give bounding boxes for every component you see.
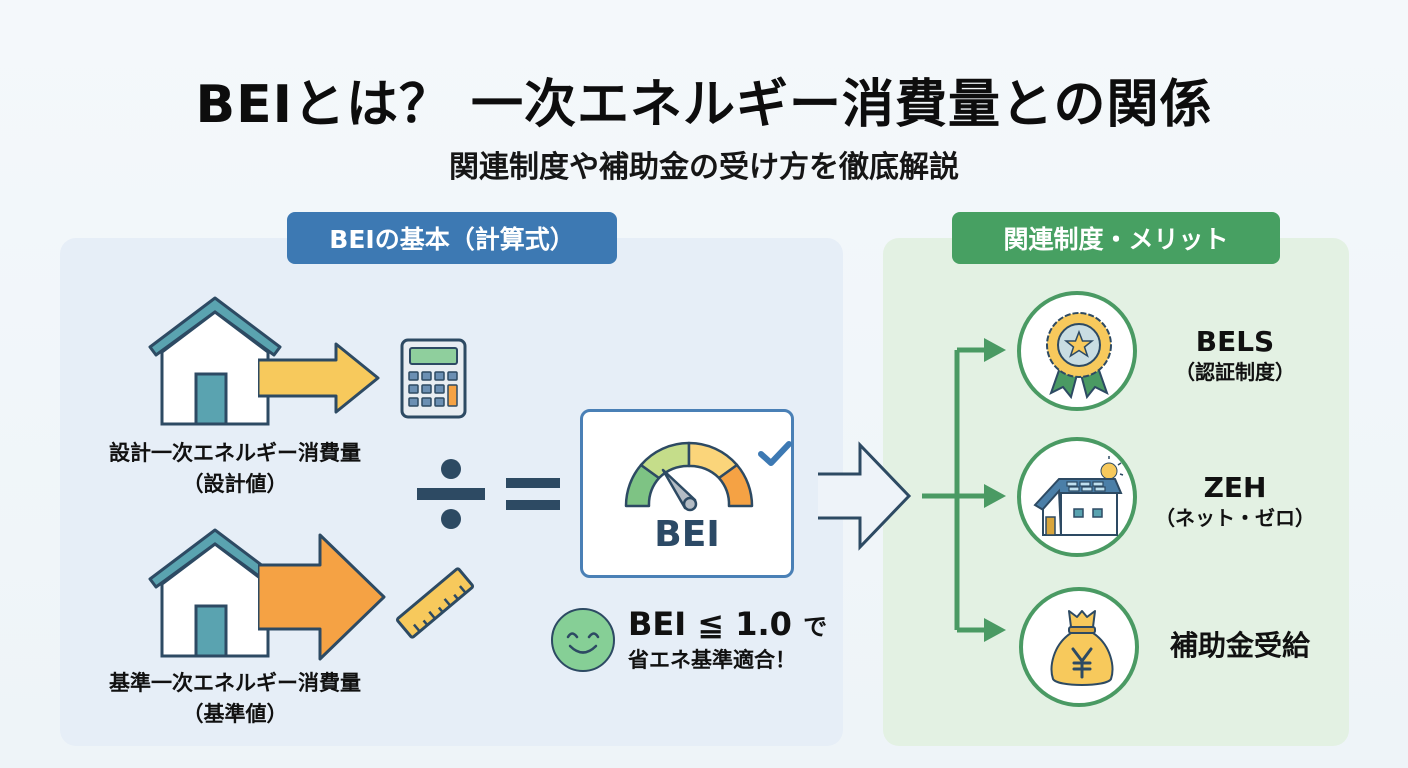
standard-value-sublabel: （基準値） <box>182 702 288 726</box>
award-medal-icon <box>1046 312 1112 399</box>
bels-subtitle: （認証制度） <box>1175 360 1295 384</box>
bels-icon-circle <box>1017 291 1137 411</box>
arrow-orange <box>258 533 386 661</box>
related-systems-badge: 関連制度・メリット <box>952 212 1280 264</box>
subsidy-icon-circle <box>1019 587 1139 707</box>
bei-basics-badge: BEIの基本（計算式） <box>287 212 617 264</box>
equals-icon <box>506 478 560 510</box>
house-icon-standard <box>148 528 282 658</box>
bei-result-label: BEI <box>654 514 720 555</box>
money-bag-yen-icon <box>1050 610 1114 686</box>
standard-value-label: 基準一次エネルギー消費量 <box>109 671 361 695</box>
page-title: BEIとは？ 一次エネルギー消費量との関係 <box>195 75 1213 135</box>
checkmark-icon <box>758 441 792 466</box>
zeh-title: ZEH <box>1203 471 1267 504</box>
bels-title: BELS <box>1195 325 1275 358</box>
bei-result-card: BEI <box>580 409 794 578</box>
smiley-icon <box>551 608 615 672</box>
design-value-label: 設計一次エネルギー消費量 <box>109 441 361 465</box>
condition-result: 省エネ基準適合！ <box>628 648 796 672</box>
outline-arrow-icon <box>818 441 912 551</box>
page-subtitle: 関連制度や補助金の受け方を徹底解説 <box>449 150 959 185</box>
condition-formula: BEI ≦ 1.0 <box>628 605 792 643</box>
zeh-icon-circle <box>1017 437 1137 557</box>
ruler-icon <box>395 567 475 639</box>
divide-icon <box>417 459 485 529</box>
subsidy-title: 補助金受給 <box>1169 629 1310 662</box>
solar-house-icon <box>1033 456 1124 536</box>
gauge-icon <box>624 441 792 512</box>
calculator-icon <box>400 338 467 419</box>
design-value-sublabel: （設計値） <box>182 472 288 496</box>
arrow-yellow <box>258 342 380 414</box>
connector-lines <box>922 338 1006 642</box>
condition-suffix: で <box>803 613 828 641</box>
bei-condition: BEI ≦ 1.0 で 省エネ基準適合！ <box>628 606 827 675</box>
zeh-subtitle: （ネット・ゼロ） <box>1155 506 1315 530</box>
